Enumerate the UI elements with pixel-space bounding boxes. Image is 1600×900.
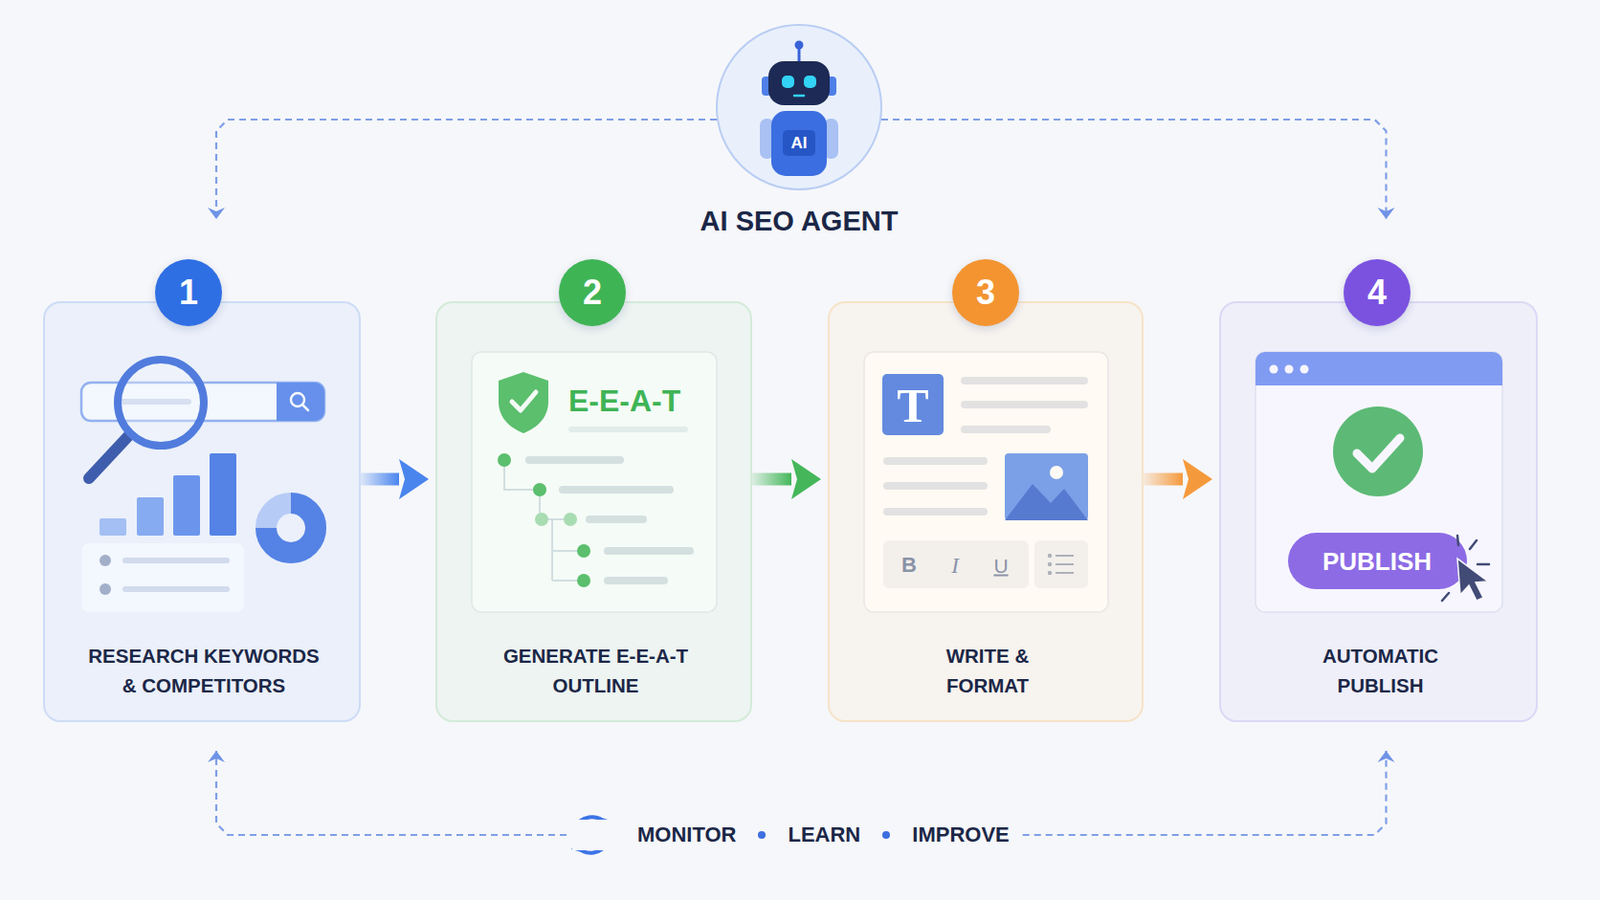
robot-antenna-tip [795, 41, 804, 50]
step-card: AUTOMATIC PUBLISH4 [1219, 301, 1538, 723]
robot-eye [803, 75, 817, 89]
bold-button: B [901, 555, 917, 577]
step-number: 2 [558, 259, 626, 327]
agent-ground [716, 24, 882, 190]
dashed-connector [216, 119, 717, 220]
step-title: RESEARCH KEYWORDS & COMPETITORS [84, 641, 324, 701]
underline-button: U [993, 555, 1008, 577]
loop-word: LEARN [787, 820, 861, 851]
step-number-text: 2 [558, 259, 626, 327]
badge-text: AI [791, 134, 808, 152]
step-card: WRITE & FORMAT3 [827, 301, 1144, 723]
step-number: 1 [155, 259, 223, 327]
step-title: AUTOMATIC PUBLISH [1299, 641, 1463, 701]
separator-dot [757, 831, 766, 840]
robot-head [768, 61, 830, 106]
dashed-connector [881, 119, 1387, 220]
step-number: 4 [1343, 259, 1411, 327]
step-number: 3 [952, 259, 1020, 327]
edge-group [216, 119, 1387, 836]
flow-arrow [752, 473, 792, 487]
step-number-text: 3 [952, 259, 1020, 327]
agent-title: AI SEO AGENT [700, 204, 899, 238]
step-card: GENERATE E-E-A-T OUTLINE2 [435, 301, 753, 723]
text-icon-letter: T [896, 381, 929, 430]
feedback-loop-label: MONITOR LEARN IMPROVE [572, 820, 1018, 851]
step-title: WRITE & FORMAT [925, 641, 1050, 701]
dashed-connector [216, 751, 567, 836]
robot-mouth [794, 94, 804, 98]
step-card: RESEARCH KEYWORDS & COMPETITORS1 [43, 301, 361, 723]
agent-circle: AI SEO AGENT [715, 23, 883, 191]
step-number-text: 1 [155, 259, 223, 327]
robot-body [771, 111, 827, 177]
flow-arrow [360, 473, 400, 487]
robot-badge [782, 130, 816, 156]
step-number-text: 4 [1343, 259, 1411, 327]
icon-space [579, 820, 628, 851]
robot-antenna [798, 47, 801, 62]
robot-eye [781, 75, 795, 89]
publish-label: PUBLISH [1322, 549, 1432, 575]
robot-icon [759, 41, 839, 178]
loop-word: IMPROVE [911, 820, 1009, 851]
step-title: GENERATE E-E-A-T OUTLINE [476, 641, 716, 701]
separator-dot [882, 831, 890, 840]
dashed-connector [1022, 751, 1387, 836]
loop-word: MONITOR [637, 820, 736, 851]
eeat-heading: E-E-A-T [568, 385, 681, 417]
flow-arrow [1143, 473, 1183, 487]
italic-button: I [951, 555, 959, 578]
